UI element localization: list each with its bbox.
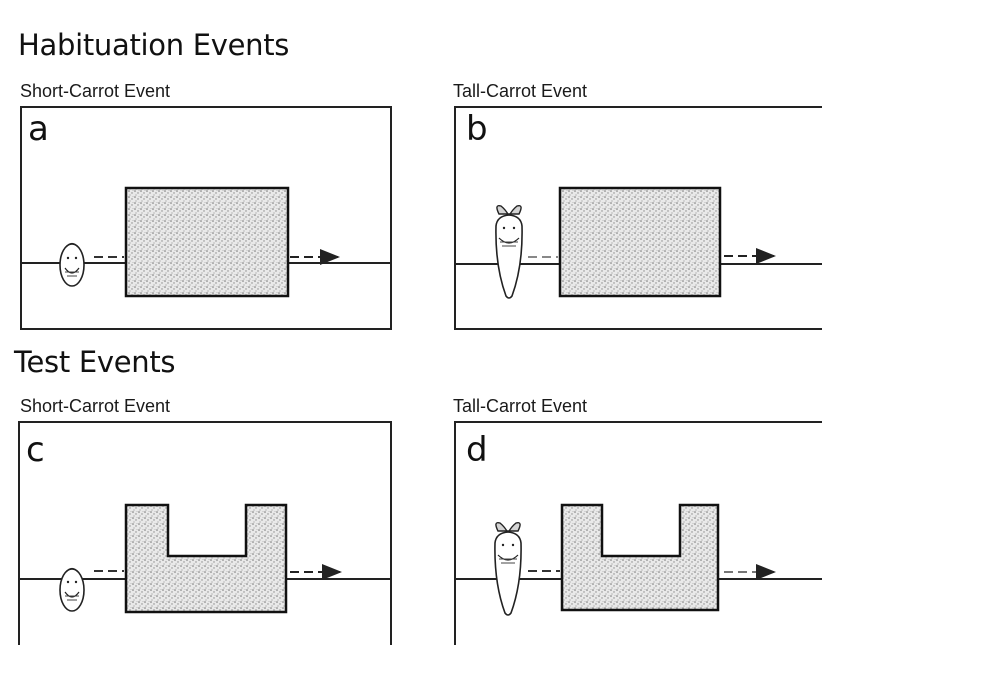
notched-screen (560, 503, 720, 612)
short-carrot-icon (59, 567, 85, 612)
notched-screen (124, 503, 288, 614)
panel-a: a (20, 106, 392, 330)
panel-c-label: Short-Carrot Event (20, 396, 171, 416)
panel-frame (454, 421, 822, 645)
panel-c: c (18, 421, 392, 645)
panel-frame (454, 106, 822, 330)
tall-carrot-icon (494, 521, 522, 616)
panel-b: b (454, 106, 822, 330)
habituation-heading: Habituation Events (18, 28, 290, 62)
panel-c-letter: c (26, 430, 45, 470)
panel-d-label: Tall-Carrot Event (453, 396, 588, 416)
rectangular-screen (558, 186, 722, 298)
panel-a-letter: a (28, 109, 49, 149)
tall-carrot-icon (495, 204, 523, 299)
panel-frame (20, 106, 392, 330)
panel-b-letter: b (466, 109, 488, 149)
panel-a-label: Short-Carrot Event (20, 81, 171, 101)
panel-d-letter: d (466, 430, 488, 470)
panel-frame (18, 421, 392, 645)
rectangular-screen (124, 186, 290, 298)
panel-b-label: Tall-Carrot Event (453, 81, 588, 101)
test-heading: Test Events (14, 345, 176, 379)
panel-d: d (454, 421, 822, 645)
short-carrot-icon (59, 242, 85, 287)
